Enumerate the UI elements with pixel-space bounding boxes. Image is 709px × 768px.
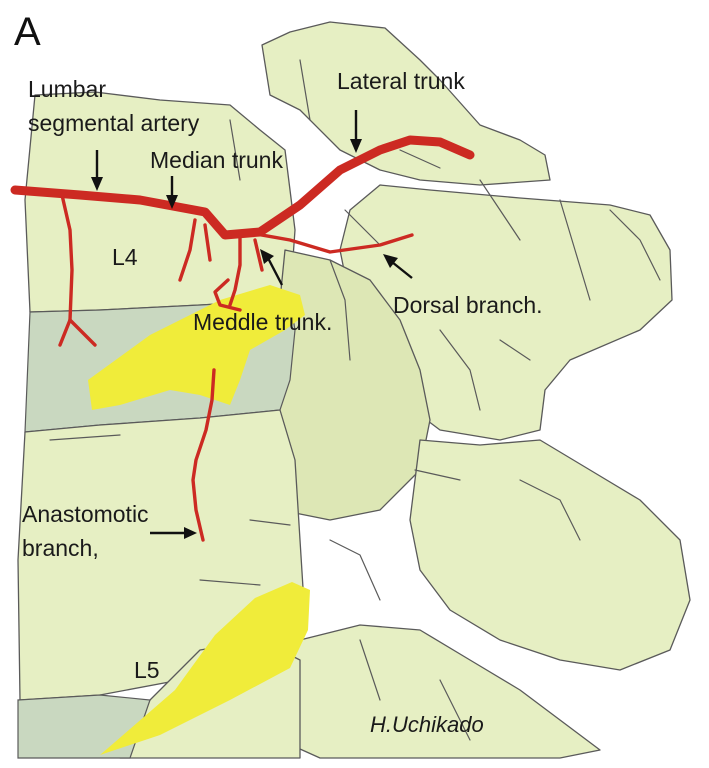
- contour-lines: [49, 59, 661, 741]
- label-dorsal-branch: Dorsal branch.: [393, 292, 543, 318]
- superior-articular-process: [261, 21, 551, 186]
- inferior-lamina: [409, 439, 691, 671]
- label-l5: L5: [134, 657, 160, 683]
- label-l4: L4: [112, 244, 138, 270]
- anastomotic-branch-artery: [191, 368, 216, 542]
- label-lumbar-line1: Lumbar: [28, 76, 106, 102]
- signature: H.Uchikado: [370, 712, 484, 737]
- label-median-trunk: Median trunk: [150, 147, 283, 173]
- label-anastomotic-line1: Anastomotic: [22, 501, 149, 527]
- segmental-artery-main: [10, 135, 475, 240]
- branch-middle-trunk: [228, 236, 242, 307]
- arrows: [91, 110, 413, 539]
- arrow-anastomotic: [150, 527, 197, 539]
- l5-nerve-root: [100, 582, 310, 755]
- branch-median-small-2: [203, 223, 212, 262]
- dorsal-branch-artery: [243, 230, 414, 254]
- arrow-median-trunk: [166, 176, 178, 209]
- artery-network: [10, 135, 475, 542]
- label-lateral-trunk: Lateral trunk: [337, 68, 465, 94]
- lower-disc: [17, 694, 151, 759]
- branch-left-descending: [58, 193, 74, 347]
- branch-right-short: [253, 238, 264, 272]
- arrow-dorsal-branch: [383, 254, 413, 279]
- branch-loop: [213, 278, 242, 312]
- labels: A Lumbar segmental artery Lateral trunk …: [14, 10, 543, 737]
- branch-median-small: [178, 218, 197, 282]
- arrow-lumbar: [91, 150, 103, 191]
- arrow-lateral-trunk: [350, 110, 362, 153]
- arrow-meddle-trunk: [260, 249, 284, 286]
- label-lumbar-line2: segmental artery: [28, 110, 200, 136]
- l4-nerve-root: [88, 285, 305, 410]
- branch-left-fork: [68, 318, 97, 347]
- label-anastomotic-line2: branch,: [22, 535, 99, 561]
- panel-letter: A: [14, 10, 41, 54]
- nerve-roots: [88, 285, 310, 755]
- label-meddle-trunk: Meddle trunk.: [193, 309, 332, 335]
